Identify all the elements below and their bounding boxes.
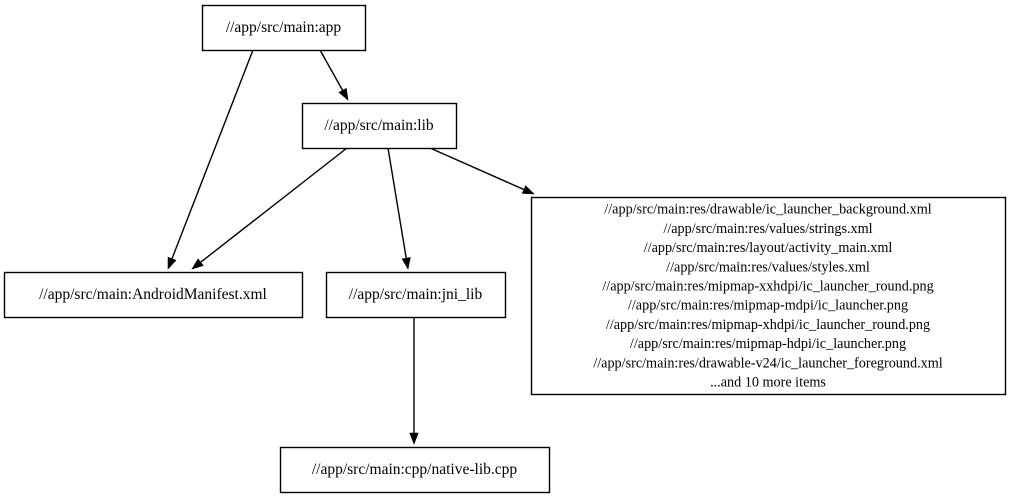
arrowhead-icon [167,256,177,270]
node-native-lib-cpp[interactable]: //app/src/main:cpp/native-lib.cpp [279,446,551,494]
node-label: //app/src/main:app [226,19,342,36]
node-border [301,102,458,150]
arrowhead-icon [401,257,411,270]
resource-line: //app/src/main:res/mipmap-xxhdpi/ic_laun… [602,279,933,295]
edge-line [319,49,344,91]
arrowhead-icon [521,185,535,195]
arrowhead-icon [338,87,349,101]
nodes-layer: //app/src/main:app //app/src/main:lib //ap… [3,4,1007,494]
resource-line: //app/src/main:res/values/strings.xml [663,221,872,237]
node-label: //app/src/main:AndroidManifest.xml [39,286,267,303]
node-label: //app/src/main:cpp/native-lib.cpp [312,461,518,478]
node-border [201,4,367,52]
resource-line: //app/src/main:res/mipmap-mdpi/ic_launch… [628,298,908,314]
edge-line [387,147,407,259]
edge-jni-native [409,317,419,445]
resource-line: ...and 10 more items [710,375,826,391]
edge-line [171,49,254,259]
edge-line [200,147,348,263]
arrowhead-icon [191,258,204,270]
node-border [3,271,304,319]
resource-line: //app/src/main:res/mipmap-hdpi/ic_launch… [630,336,906,352]
edge-app-lib [319,49,349,101]
node-border [279,446,551,494]
node-lib[interactable]: //app/src/main:lib [301,102,458,150]
node-jni-lib[interactable]: //app/src/main:jni_lib [325,271,507,319]
node-android-manifest[interactable]: //app/src/main:AndroidManifest.xml [3,271,304,319]
node-app[interactable]: //app/src/main:app [201,4,367,52]
resource-line: //app/src/main:res/drawable/ic_launcher_… [604,202,931,218]
resource-line: //app/src/main:res/mipmap-xhdpi/ic_launc… [606,317,930,333]
node-border [325,271,507,319]
node-resources[interactable]: //app/src/main:res/drawable/ic_launcher_… [530,196,1007,396]
node-label: //app/src/main:jni_lib [349,286,483,303]
edges-layer [167,49,535,445]
resource-line: //app/src/main:res/layout/activity_main.… [644,240,893,256]
edge-app-manifest [167,49,254,270]
node-border [530,196,1007,396]
edge-lib-manifest [191,147,348,270]
node-label: //app/src/main:lib [324,117,434,134]
edge-lib-jni [387,147,411,270]
edge-lib-resources [429,147,535,195]
resource-line: //app/src/main:res/drawable-v24/ic_launc… [593,355,943,371]
arrowhead-icon [409,432,419,445]
edge-line [429,147,525,191]
resource-line: //app/src/main:res/values/styles.xml [666,259,870,275]
